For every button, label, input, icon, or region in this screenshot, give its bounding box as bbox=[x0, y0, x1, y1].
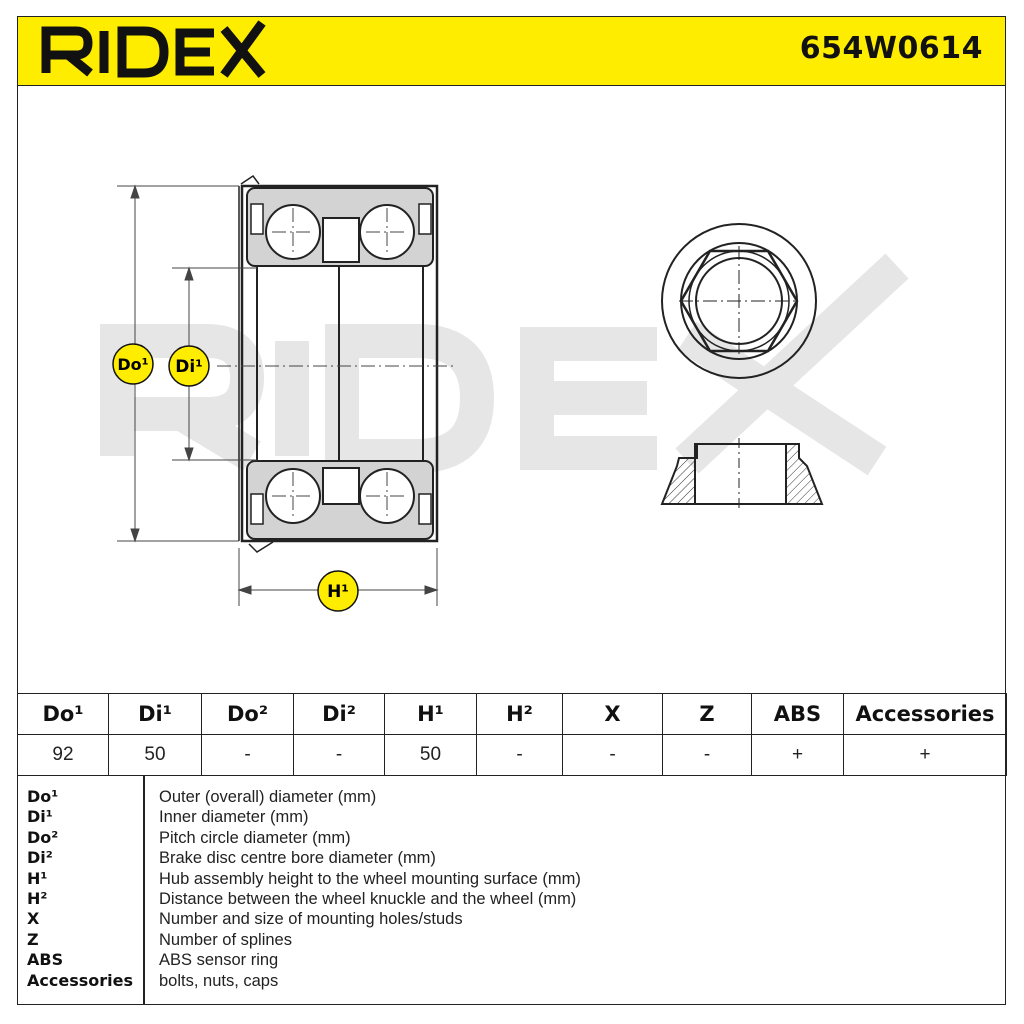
legend-description: Number and size of mounting holes/studs bbox=[159, 910, 463, 929]
spec-header-di2: Di² bbox=[293, 693, 385, 735]
spec-header-do2: Do² bbox=[201, 693, 294, 735]
legend-description: Outer (overall) diameter (mm) bbox=[159, 788, 377, 806]
spec-value-x: - bbox=[562, 734, 663, 776]
spec-header-z: Z bbox=[662, 693, 752, 735]
legend-description: Inner diameter (mm) bbox=[159, 808, 309, 827]
spec-value-do1: 92 bbox=[17, 734, 109, 776]
spec-header-row: Do¹ Di¹ Do² Di² H¹ H² X Z ABS Accessorie… bbox=[17, 693, 1007, 735]
svg-text:H¹: H¹ bbox=[327, 582, 349, 602]
nut-side-view bbox=[660, 438, 824, 510]
nut-top-view bbox=[661, 223, 817, 379]
legend-keys: Do¹ Di¹ Do² Di² H¹ H² X Z ABS Accessorie… bbox=[27, 787, 133, 991]
spec-value-accessories: + bbox=[843, 734, 1007, 776]
ridex-logo bbox=[41, 20, 266, 78]
legend: Do¹ Di¹ Do² Di² H¹ H² X Z ABS Accessorie… bbox=[17, 775, 1006, 1005]
legend-key: Di² bbox=[27, 848, 53, 868]
legend-key: Do¹ bbox=[27, 787, 59, 806]
watermark-logo bbox=[100, 253, 909, 476]
spec-value-do2: - bbox=[201, 734, 294, 776]
spec-value-di1: 50 bbox=[108, 734, 202, 776]
technical-drawing: Do¹ Di¹ H¹ bbox=[17, 86, 1006, 693]
spec-header-h1: H¹ bbox=[384, 693, 477, 735]
spec-header-di1: Di¹ bbox=[108, 693, 202, 735]
legend-key: Z bbox=[27, 929, 39, 949]
spec-value-row: 92 50 - - 50 - - - + + bbox=[17, 734, 1007, 776]
legend-description: Hub assembly height to the wheel mountin… bbox=[159, 869, 581, 888]
spec-table: Do¹ Di¹ Do² Di² H¹ H² X Z ABS Accessorie… bbox=[17, 693, 1007, 776]
legend-key: H¹ bbox=[27, 868, 48, 888]
legend-description: bolts, nuts, caps bbox=[159, 971, 279, 990]
spec-value-h2: - bbox=[476, 734, 563, 776]
center-lines bbox=[217, 208, 457, 520]
badge-h1: H¹ bbox=[317, 570, 359, 612]
legend-key: Di¹ bbox=[27, 807, 53, 827]
legend-description: Pitch circle diameter (mm) bbox=[159, 828, 351, 847]
spec-header-accessories: Accessories bbox=[843, 693, 1007, 735]
legend-description: ABS sensor ring bbox=[159, 951, 279, 970]
spec-value-h1: 50 bbox=[384, 734, 477, 776]
legend-key: Accessories bbox=[27, 970, 133, 990]
badge-do1: Do¹ bbox=[112, 343, 154, 385]
svg-text:Di¹: Di¹ bbox=[175, 357, 202, 377]
spec-header-abs: ABS bbox=[751, 693, 844, 735]
bearing-section bbox=[238, 174, 439, 553]
legend-description: Number of splines bbox=[159, 930, 292, 949]
spec-value-z: - bbox=[662, 734, 752, 776]
bearing-drawing: Do¹ Di¹ H¹ bbox=[100, 174, 909, 612]
spec-header-do1: Do¹ bbox=[17, 693, 109, 735]
legend-key: ABS bbox=[27, 950, 64, 970]
svg-text:Do¹: Do¹ bbox=[117, 355, 148, 374]
header-bar: 654W0614 bbox=[17, 16, 1006, 86]
spec-header-h2: H² bbox=[476, 693, 563, 735]
badge-di1: Di¹ bbox=[168, 345, 210, 387]
legend-key: X bbox=[27, 909, 40, 929]
legend-description: Brake disc centre bore diameter (mm) bbox=[159, 849, 436, 868]
legend-descriptions: Outer (overall) diameter (mm) Inner diam… bbox=[159, 787, 581, 991]
spec-value-di2: - bbox=[293, 734, 385, 776]
legend-description: Distance between the wheel knuckle and t… bbox=[159, 889, 577, 908]
spec-value-abs: + bbox=[751, 734, 844, 776]
legend-key: Do² bbox=[27, 827, 59, 847]
legend-divider bbox=[143, 775, 145, 1005]
spec-header-x: X bbox=[562, 693, 663, 735]
part-number: 654W0614 bbox=[799, 31, 983, 66]
legend-key: H² bbox=[27, 888, 48, 908]
